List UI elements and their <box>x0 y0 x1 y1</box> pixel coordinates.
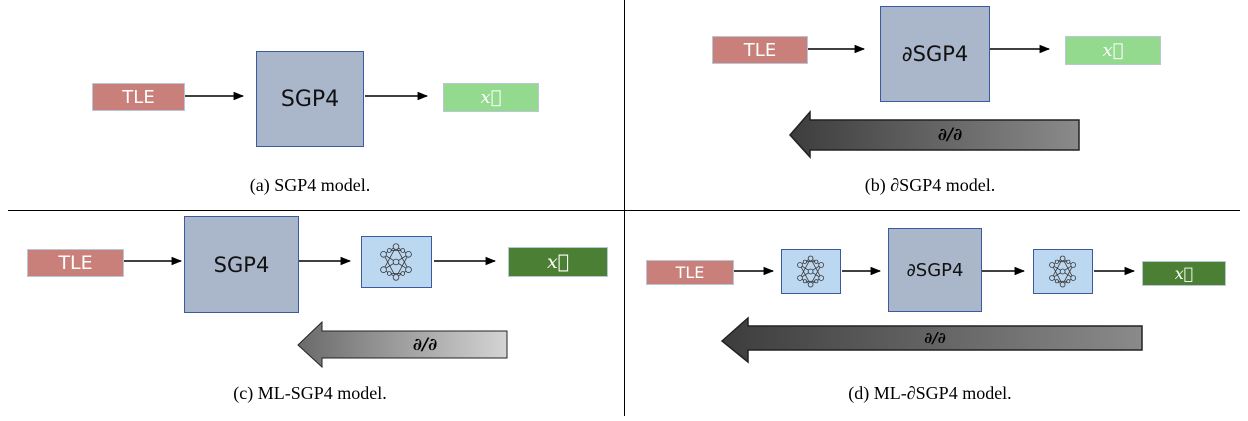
tle-box-a: TLE <box>92 83 185 111</box>
gradient-arrow-b <box>788 109 1080 159</box>
sgp4-box-c: SGP4 <box>184 216 299 313</box>
horizontal-divider <box>8 210 1240 211</box>
gradient-label-b: ∂/∂ <box>937 125 963 145</box>
caption-c: (c) ML-SGP4 model. <box>233 383 387 403</box>
neural-net-box-d2 <box>1033 249 1093 294</box>
neural-net-box-d1 <box>781 249 841 294</box>
output-box-a: x⃗ <box>443 83 539 112</box>
tle-box-c: TLE <box>27 249 124 277</box>
tle-box-d: TLE <box>646 260 734 285</box>
sgp4-box-d: ∂SGP4 <box>888 228 982 312</box>
gradient-label-d: ∂/∂ <box>924 329 946 347</box>
neural-net-icon <box>797 255 825 288</box>
neural-net-icon <box>380 243 412 281</box>
tle-box-b: TLE <box>712 36 808 64</box>
output-box-b: x⃗ <box>1065 36 1161 65</box>
neural-net-icon <box>1049 255 1077 288</box>
neural-net-box-c <box>361 236 432 288</box>
caption-d: (d) ML-∂SGP4 model. <box>848 383 1012 403</box>
sgp4-box-b: ∂SGP4 <box>880 6 990 102</box>
gradient-arrow-c <box>297 320 508 369</box>
output-box-d: x⃗ <box>1142 261 1226 286</box>
vertical-divider <box>624 0 625 416</box>
gradient-arrow-d <box>720 316 1143 364</box>
output-box-c: x⃗ <box>508 247 608 277</box>
caption-b: (b) ∂SGP4 model. <box>864 175 996 195</box>
gradient-label-c: ∂/∂ <box>412 334 438 355</box>
caption-a: (a) SGP4 model. <box>249 175 371 195</box>
sgp4-box-a: SGP4 <box>256 51 364 147</box>
